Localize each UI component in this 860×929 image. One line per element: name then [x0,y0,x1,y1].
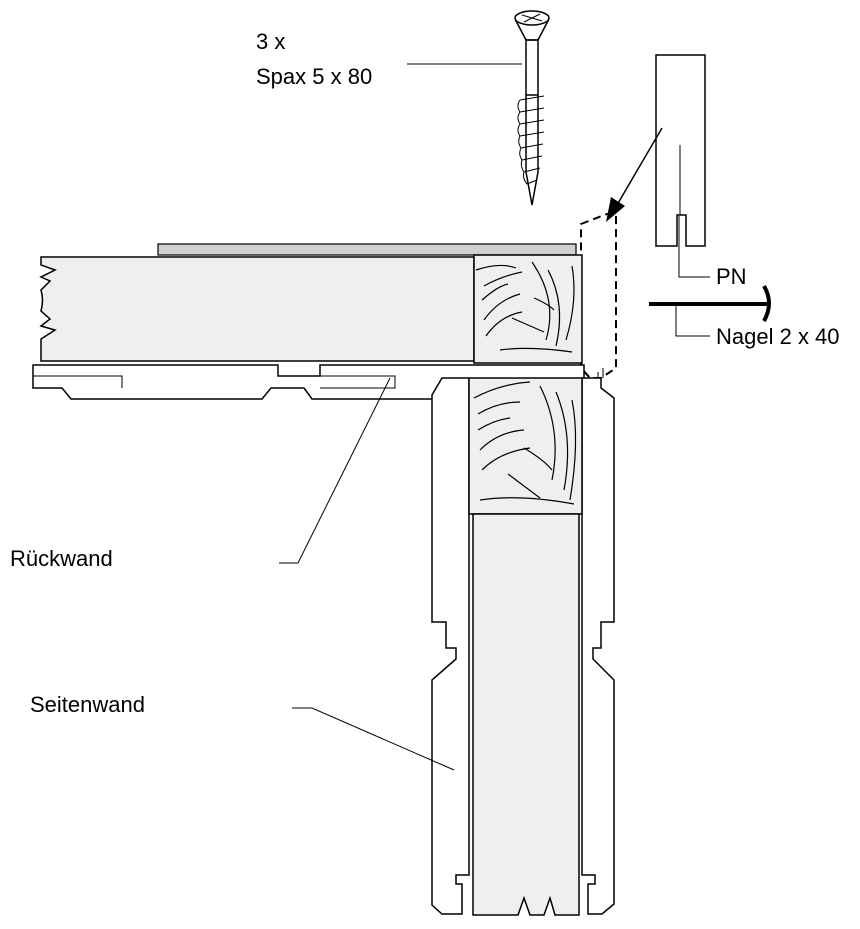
back-wall-end-grain [475,261,575,353]
nail [649,284,771,322]
back-wall-label: Rückwand [10,546,113,571]
side-wall-label: Seitenwand [30,692,145,717]
pn-label: PN [716,264,747,289]
side-wall-end-grain [473,381,577,505]
nail-label: Nagel 2 x 40 [716,324,840,349]
nail-leader-line [675,306,710,337]
pn-arrow-line [616,127,663,206]
screw-spec-label: Spax 5 x 80 [256,64,372,89]
spax-screw [514,10,550,206]
back-wall-leader-line [279,377,391,564]
side-wall-leader-line [292,707,455,771]
screw-count-label: 3 x [256,29,285,54]
pn-leader-line [678,216,710,278]
pn-placement-outline [580,213,617,379]
pn-board [655,54,706,247]
side-wall-assembly [431,368,615,916]
back-wall-assembly [32,243,585,400]
pn-arrow-head [606,197,625,222]
